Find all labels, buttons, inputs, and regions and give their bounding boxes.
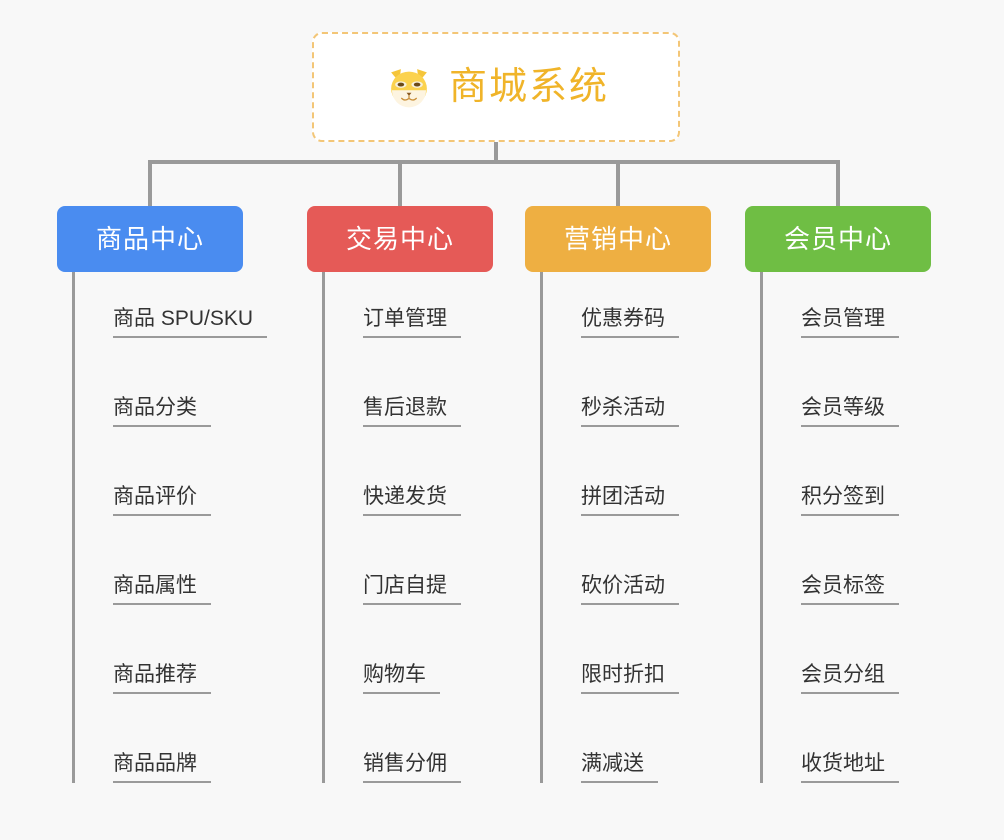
leaf-label: 会员等级	[801, 396, 899, 427]
leaf-label: 快递发货	[363, 485, 461, 516]
category-node-member[interactable]: 会员中心	[745, 206, 931, 272]
category-node-marketing[interactable]: 营销中心	[525, 206, 711, 272]
connector-drop-3	[616, 160, 620, 206]
leaf-label: 秒杀活动	[581, 396, 679, 427]
leaf-item[interactable]: 会员管理	[763, 292, 899, 338]
category-node-trade[interactable]: 交易中心	[307, 206, 493, 272]
leaf-label: 会员标签	[801, 574, 899, 605]
shiba-dog-face-icon	[383, 61, 435, 113]
leaf-item[interactable]: 购物车	[325, 648, 440, 694]
leaf-label: 门店自提	[363, 574, 461, 605]
connector-drop-1	[148, 160, 152, 206]
leaf-trunk-line	[760, 272, 763, 783]
leaf-label: 会员分组	[801, 663, 899, 694]
connector-horizontal-bus	[148, 160, 840, 164]
leaf-label: 优惠券码	[581, 307, 679, 338]
leaf-label: 售后退款	[363, 396, 461, 427]
leaf-item[interactable]: 订单管理	[325, 292, 461, 338]
leaf-label: 砍价活动	[581, 574, 679, 605]
leaf-item[interactable]: 秒杀活动	[543, 381, 679, 427]
leaf-item[interactable]: 快递发货	[325, 470, 461, 516]
leaf-label: 商品评价	[113, 485, 211, 516]
leaf-label: 商品 SPU/SKU	[113, 307, 268, 338]
category-label: 会员中心	[783, 224, 892, 254]
leaf-label: 满减送	[581, 752, 658, 783]
leaf-label: 商品分类	[113, 396, 211, 427]
leaf-item[interactable]: 会员分组	[763, 648, 899, 694]
leaf-item[interactable]: 商品品牌	[75, 737, 211, 783]
leaf-item[interactable]: 会员标签	[763, 559, 899, 605]
leaf-label: 商品品牌	[113, 752, 211, 783]
category-node-product[interactable]: 商品中心	[57, 206, 243, 272]
leaf-item[interactable]: 销售分佣	[325, 737, 461, 783]
leaf-item[interactable]: 商品推荐	[75, 648, 211, 694]
leaf-trunk-line	[72, 272, 75, 783]
leaf-item[interactable]: 拼团活动	[543, 470, 679, 516]
connector-root-stem	[494, 142, 498, 164]
leaf-label: 商品推荐	[113, 663, 211, 694]
leaf-label: 积分签到	[801, 485, 899, 516]
leaf-item[interactable]: 商品属性	[75, 559, 211, 605]
root-title: 商城系统	[448, 66, 609, 108]
leaf-label: 商品属性	[113, 574, 211, 605]
leaf-label: 购物车	[363, 663, 440, 694]
leaf-item[interactable]: 商品 SPU/SKU	[75, 292, 268, 338]
leaf-label: 收货地址	[801, 752, 899, 783]
leaf-item[interactable]: 优惠券码	[543, 292, 679, 338]
leaf-item[interactable]: 限时折扣	[543, 648, 679, 694]
leaf-label: 限时折扣	[581, 663, 679, 694]
leaf-label: 会员管理	[801, 307, 899, 338]
root-node[interactable]: 商城系统	[312, 32, 680, 142]
leaf-item[interactable]: 积分签到	[763, 470, 899, 516]
leaf-label: 拼团活动	[581, 485, 679, 516]
leaf-label: 销售分佣	[363, 752, 461, 783]
leaf-item[interactable]: 商品评价	[75, 470, 211, 516]
leaf-item[interactable]: 砍价活动	[543, 559, 679, 605]
category-label: 交易中心	[345, 224, 454, 254]
connector-drop-2	[398, 160, 402, 206]
leaf-item[interactable]: 商品分类	[75, 381, 211, 427]
leaf-item[interactable]: 会员等级	[763, 381, 899, 427]
leaf-item[interactable]: 收货地址	[763, 737, 899, 783]
leaf-label: 订单管理	[363, 307, 461, 338]
leaf-item[interactable]: 满减送	[543, 737, 658, 783]
leaf-trunk-line	[322, 272, 325, 783]
category-label: 商品中心	[95, 224, 204, 254]
leaf-item[interactable]: 售后退款	[325, 381, 461, 427]
connector-drop-4	[836, 160, 840, 206]
leaf-trunk-line	[540, 272, 543, 783]
leaf-item[interactable]: 门店自提	[325, 559, 461, 605]
category-label: 营销中心	[563, 224, 672, 254]
